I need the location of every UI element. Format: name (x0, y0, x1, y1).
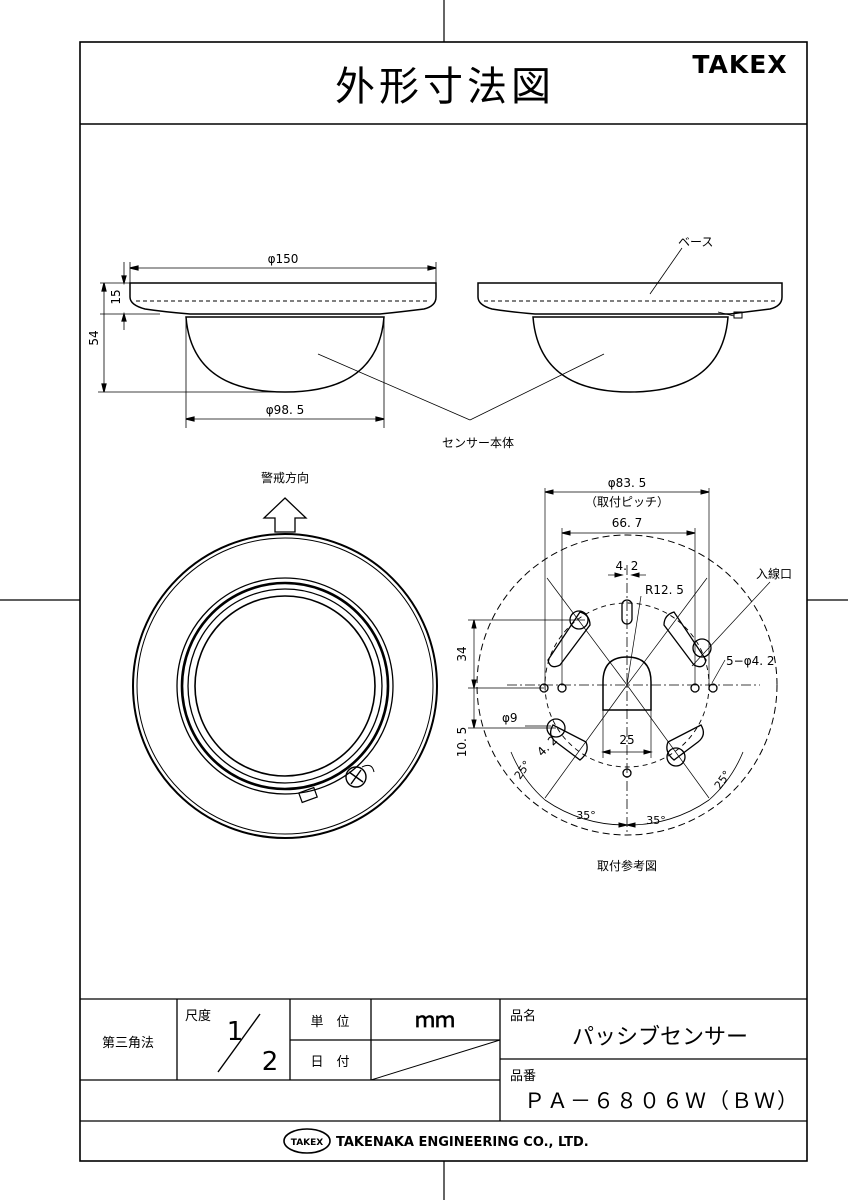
dim-outer-diameter: φ150 (268, 252, 299, 266)
product-name-label: 品名 (510, 1008, 536, 1024)
title-block (80, 998, 807, 1122)
dim-pitch-note: （取付ピッチ） (585, 495, 669, 509)
unit-value: ｍｍ (415, 1008, 455, 1032)
dim-34: 34 (455, 646, 469, 661)
projection-method: 第三角法 (102, 1036, 154, 1051)
label-alarm-direction: 警戒方向 (261, 470, 309, 485)
sheet-title: 外形寸法図 (335, 64, 555, 110)
label-wire-inlet: 入線口 (756, 566, 792, 581)
company-logo-badge (283, 1128, 331, 1154)
alarm-direction-arrow (262, 497, 308, 533)
unit-label: 単 位 (310, 1014, 349, 1030)
company-logo-text: TAKEX (291, 1138, 324, 1148)
brand-logo: TAKEX (692, 50, 787, 79)
top-view (132, 533, 438, 839)
label-base: ベース (678, 235, 713, 249)
label-sensor-body: センサー本体 (442, 436, 514, 450)
scale-denominator: 2 (262, 1047, 279, 1077)
angle-25-right: 25° (712, 768, 734, 791)
scale-label: 尺度 (185, 1008, 211, 1024)
dim-5-holes: 5−φ4. 2 (726, 654, 775, 668)
product-no: ＰＡ－６８０６Ｗ（ＢＷ） (524, 1089, 800, 1113)
product-no-label: 品番 (510, 1069, 536, 1084)
dim-10-5: 10. 5 (455, 727, 469, 758)
company-name: TAKENAKA ENGINEERING CO., LTD. (336, 1135, 589, 1150)
side-view-right (469, 247, 783, 421)
dim-66-7: 66. 7 (612, 516, 643, 530)
side-view-left (98, 262, 471, 428)
dim-dome-diameter: φ98. 5 (266, 403, 304, 417)
sheet-frame (79, 41, 808, 1162)
scale-numerator: 1 (227, 1017, 244, 1047)
dim-pitch: φ83. 5 (608, 476, 646, 490)
angle-35-right: 35° (646, 814, 666, 827)
product-name: パッシブセンサー (572, 1025, 748, 1050)
angle-35-left: 35° (576, 809, 596, 822)
dim-25: 25 (619, 733, 634, 747)
dim-phi9: φ9 (502, 711, 518, 725)
date-label: 日 付 (310, 1055, 349, 1070)
dim-4-2-top: 4. 2 (616, 559, 639, 573)
dim-r12-5: R12. 5 (645, 583, 684, 597)
dim-total-height: 54 (87, 330, 101, 345)
dim-base-height: 15 (109, 289, 123, 304)
mounting-caption: 取付参考図 (597, 858, 657, 873)
mounting-reference (468, 488, 778, 836)
